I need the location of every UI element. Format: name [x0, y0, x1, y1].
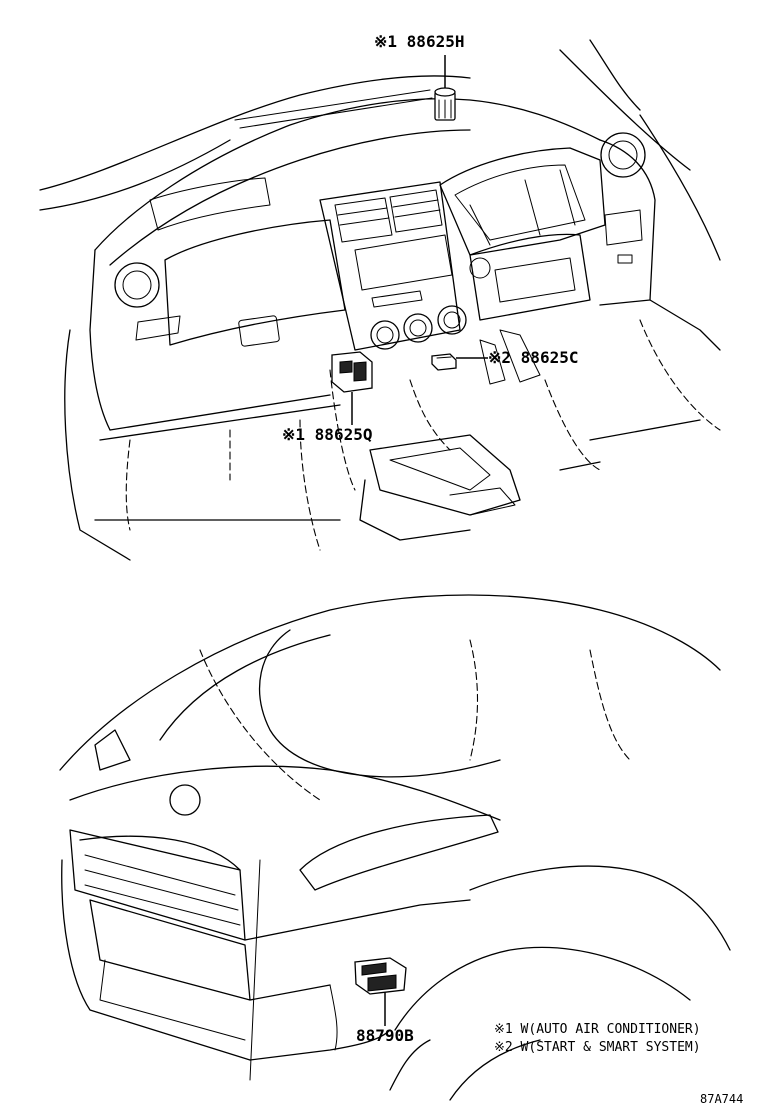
part-88625q-shape [331, 351, 373, 393]
note-start-smart-system: ※2 W(START & SMART SYSTEM) [494, 1040, 701, 1055]
drawing-code: 87A744 [700, 1092, 744, 1106]
part-88790b-shape [354, 957, 407, 995]
note-auto-air-conditioner: ※1 W(AUTO AIR CONDITIONER) [494, 1022, 701, 1037]
part-88625c-shape [431, 353, 457, 371]
callout-88625h[interactable]: ※1 88625H [374, 32, 465, 51]
callout-88625q[interactable]: ※1 88625Q [282, 425, 373, 444]
dashboard-illustration [39, 39, 721, 561]
callout-88625c[interactable]: ※2 88625C [488, 348, 579, 367]
front-car-illustration [59, 594, 731, 1101]
callout-88790b[interactable]: 88790B [356, 1026, 414, 1045]
part-88625h-shape [434, 87, 456, 121]
